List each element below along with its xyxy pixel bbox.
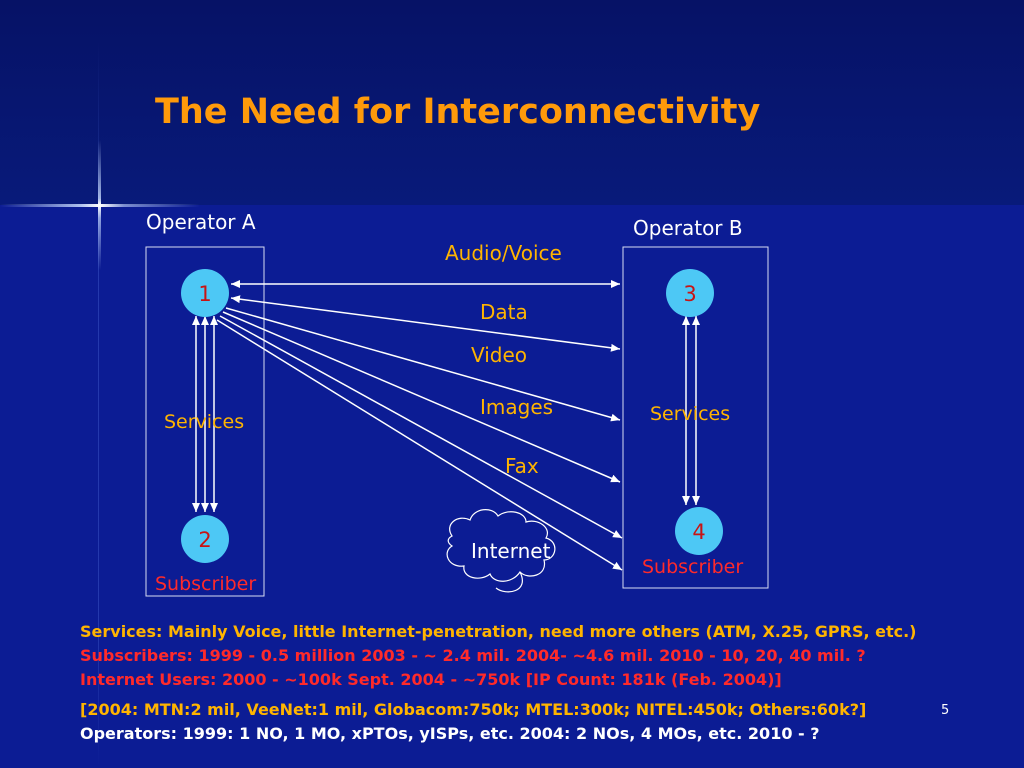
link-arrow-fax	[219, 315, 623, 539]
operator-b-box	[622, 246, 769, 589]
decorative-vertical-line	[98, 40, 99, 768]
link-label-video: Video	[471, 343, 527, 367]
node-2-label: 2	[198, 528, 211, 552]
note-services: Services: Mainly Voice, little Internet-…	[80, 622, 917, 641]
link-arrow-images	[222, 311, 621, 483]
link-arrow-video	[225, 307, 621, 422]
slide-number: 5	[941, 703, 950, 718]
internet-label: Internet	[471, 539, 551, 563]
node-3	[666, 269, 714, 317]
node-1-label: 1	[198, 282, 211, 306]
note-internet-users: Internet Users: 2000 - ~100k Sept. 2004 …	[80, 670, 782, 689]
operator-b-label: Operator B	[633, 216, 743, 240]
link-label-audio: Audio/Voice	[445, 241, 562, 265]
operator-b-subscriber-label: Subscriber	[642, 556, 743, 578]
sparkle-vertical-ray	[98, 140, 101, 270]
note-breakdown: [2004: MTN:2 mil, VeeNet:1 mil, Globacom…	[80, 700, 867, 719]
node-4	[675, 507, 723, 555]
operator-b-services-label: Services	[650, 403, 730, 425]
node-3-label: 3	[683, 282, 696, 306]
internet-cloud-tail	[495, 571, 523, 593]
operator-a-box	[145, 246, 265, 597]
operator-a-services-label: Services	[164, 411, 244, 433]
operator-a-subscriber-label: Subscriber	[155, 573, 256, 595]
node-1	[181, 269, 229, 317]
header-band	[0, 0, 1024, 205]
interconnect-diagram: Operator A Operator B 1 2 3 4 Services S…	[145, 210, 769, 597]
note-operators: Operators: 1999: 1 NO, 1 MO, xPTOs, yISP…	[80, 724, 820, 743]
internet-cloud-icon	[446, 509, 556, 582]
link-label-images: Images	[480, 395, 553, 419]
link-arrow-internet	[216, 319, 623, 571]
operator-a-label: Operator A	[146, 210, 256, 234]
link-label-fax: Fax	[505, 454, 539, 478]
note-subscribers: Subscribers: 1999 - 0.5 million 2003 - ~…	[80, 646, 866, 665]
node-2	[181, 515, 229, 563]
link-label-data: Data	[480, 300, 528, 324]
slide-title: The Need for Interconnectivity	[155, 92, 761, 132]
link-arrow-data	[230, 295, 621, 352]
node-4-label: 4	[692, 520, 705, 544]
